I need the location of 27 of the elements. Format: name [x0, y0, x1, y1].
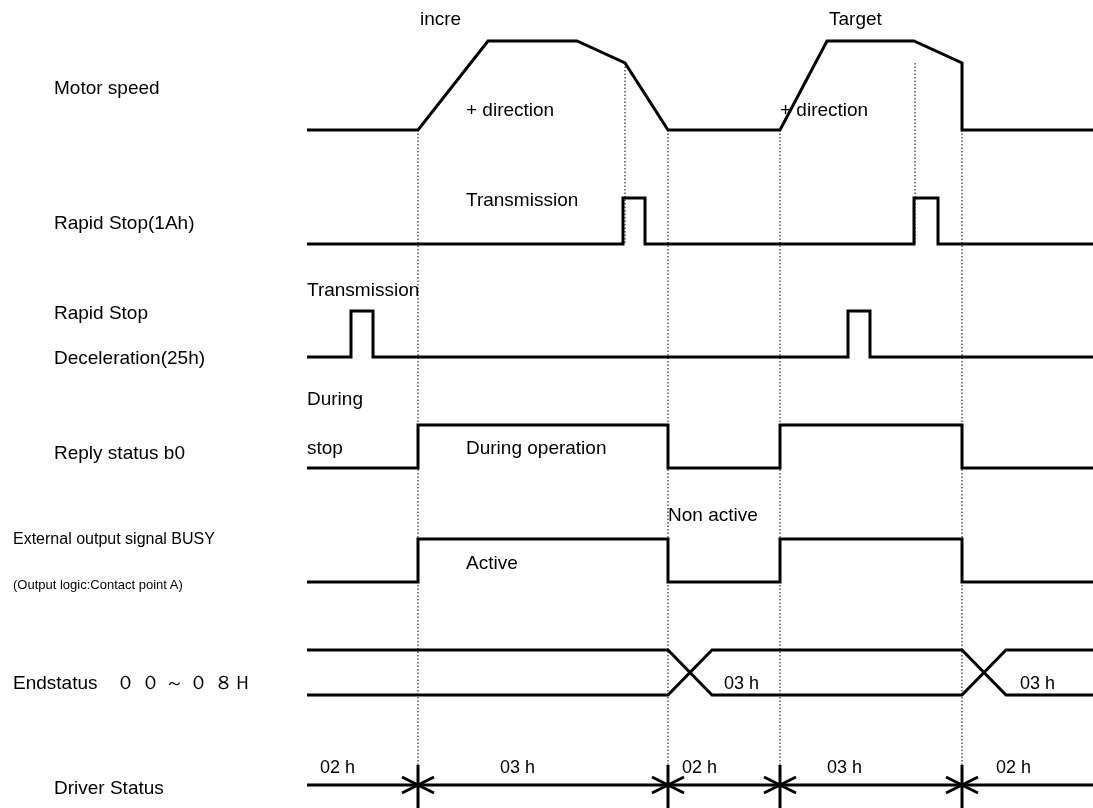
signal-name: Deceleration(25h)	[54, 347, 206, 369]
signal-name: Rapid Stop(1Ah)	[54, 212, 195, 234]
state-label: During operation	[466, 437, 607, 459]
signal-annotation: + direction	[466, 99, 555, 121]
value-label: 02 h	[320, 756, 356, 778]
signal-note: (Output logic:Contact point A)	[13, 576, 183, 594]
signal-name: Endstatus ０ ０ ～ ０ ８Ｈ	[13, 672, 252, 694]
state-label: During	[307, 388, 363, 410]
value-label: 03 h	[827, 756, 863, 778]
value-label: 02 h	[996, 756, 1032, 778]
value-label: 02 h	[682, 756, 718, 778]
state-label: Non active	[668, 504, 758, 526]
signal-annotation: Transmission	[307, 279, 420, 301]
signal-name: External output signal BUSY	[13, 529, 215, 549]
signal-name: Rapid Stop	[54, 302, 148, 324]
state-label: Active	[466, 552, 518, 574]
state-label: stop	[307, 437, 343, 459]
value-label: 03 h	[724, 672, 760, 694]
signal-annotation: Transmission	[466, 189, 579, 211]
signal-annotation: incre	[420, 8, 462, 30]
value-label: 03 h	[500, 756, 536, 778]
signal-name: Motor speed	[54, 77, 160, 99]
signal-annotation: + direction	[780, 99, 869, 121]
value-label: 03 h	[1020, 672, 1056, 694]
signal-annotation: Target	[829, 8, 882, 30]
signal-name: Reply status b0	[54, 442, 185, 464]
signal-name: Driver Status	[54, 777, 164, 799]
